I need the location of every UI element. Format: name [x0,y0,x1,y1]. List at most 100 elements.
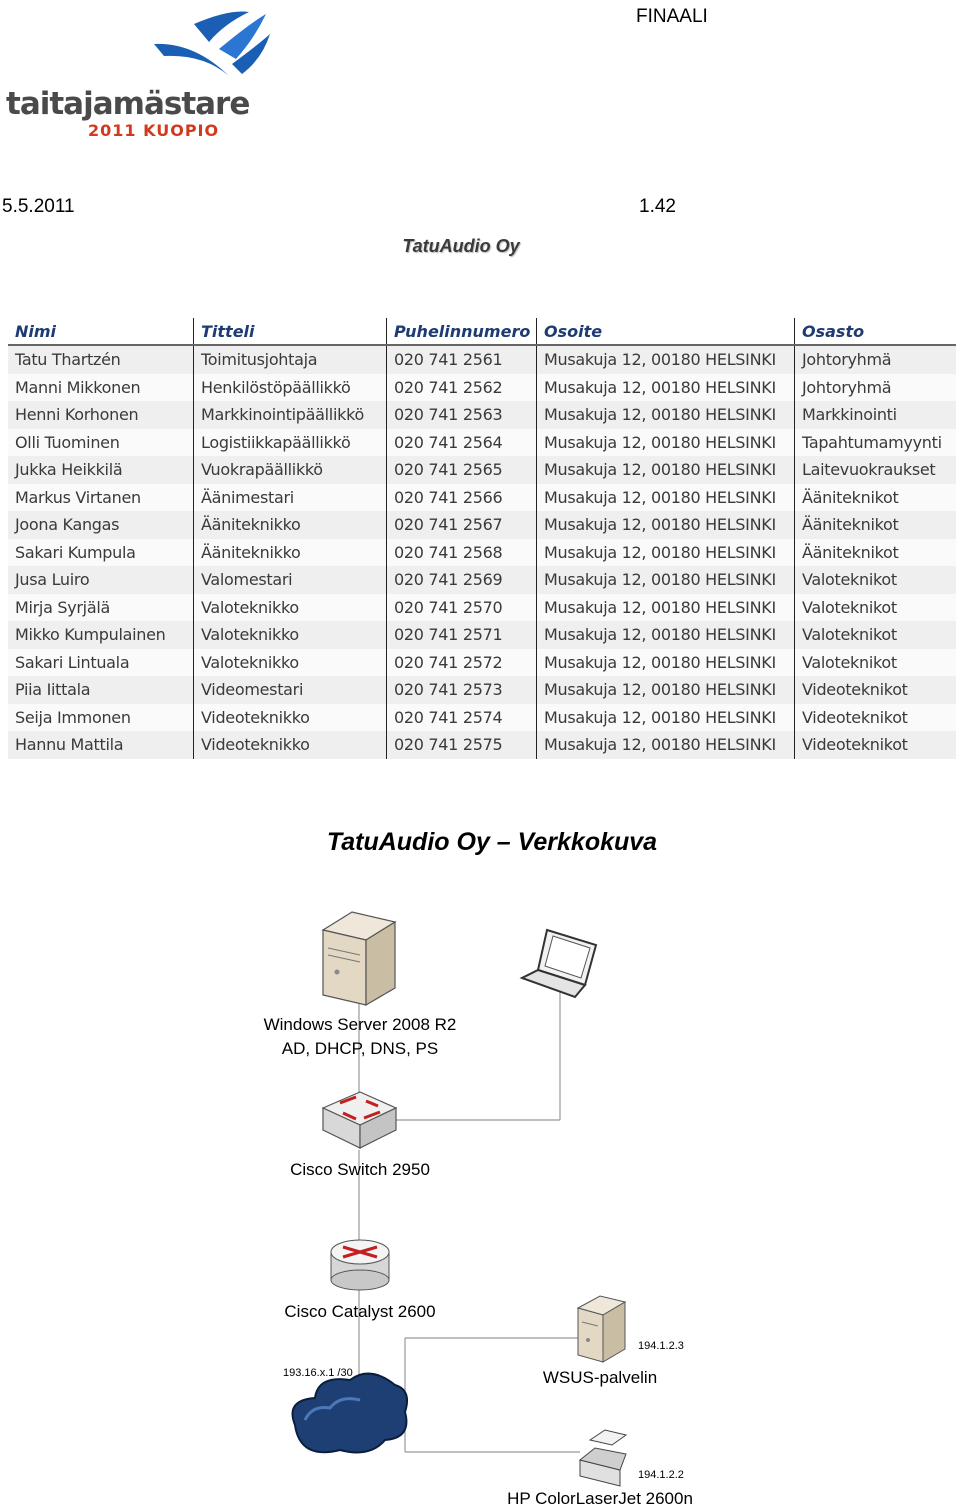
cell-address: Musakuja 12, 00180 HELSINKI [536,483,795,511]
cell-name: Tatu Thartzén [8,345,194,374]
column-header-phone: Puhelinnumero [386,318,537,346]
cell-name: Henni Korhonen [8,401,194,429]
cell-title: Videoteknikko [193,731,387,759]
cell-department: Ääniteknikot [794,483,956,511]
cell-address: Musakuja 12, 00180 HELSINKI [536,538,795,566]
wsus-ip-label: 194.1.2.3 [638,1340,684,1352]
cell-address: Musakuja 12, 00180 HELSINKI [536,511,795,539]
company-title: TatuAudio Oy [402,236,520,256]
cell-phone: 020 741 2572 [386,648,537,676]
column-header-department: Osasto [794,318,956,346]
router-label: Cisco Catalyst 2600 [284,1302,436,1321]
cell-address: Musakuja 12, 00180 HELSINKI [536,593,795,621]
cell-department: Valoteknikot [794,648,956,676]
cell-department: Johtoryhmä [794,373,956,401]
cell-department: Videoteknikot [794,731,956,759]
wsus-label: WSUS-palvelin [542,1368,658,1387]
cell-phone: 020 741 2564 [386,428,537,456]
cell-phone: 020 741 2563 [386,401,537,429]
router-icon [330,1239,390,1291]
cell-address: Musakuja 12, 00180 HELSINKI [536,456,795,484]
cell-name: Jusa Luiro [8,566,194,594]
cell-title: Markkinointipäällikkö [193,401,387,429]
cell-department: Ääniteknikot [794,538,956,566]
wsus-server-icon [576,1295,627,1363]
cell-name: Olli Tuominen [8,428,194,456]
cell-name: Mirja Syrjälä [8,593,194,621]
server-tower-icon [321,911,397,1007]
cell-address: Musakuja 12, 00180 HELSINKI [536,703,795,731]
cell-department: Markkinointi [794,401,956,429]
cloud-ip-label: 193.16.x.1 /30 [283,1367,353,1379]
cell-name: Piia Iittala [8,676,194,704]
cell-phone: 020 741 2566 [386,483,537,511]
cell-title: Valomestari [193,566,387,594]
cell-department: Tapahtumamyynti [794,428,956,456]
header-label: FINAALI [636,6,708,27]
cell-phone: 020 741 2570 [386,593,537,621]
cell-title: Ääniteknikko [193,538,387,566]
cell-phone: 020 741 2565 [386,456,537,484]
logo [4,4,274,99]
cell-name: Sakari Lintuala [8,648,194,676]
network-title: TatuAudio Oy – Verkkokuva [326,828,658,856]
cloud-icon [291,1372,408,1454]
cell-address: Musakuja 12, 00180 HELSINKI [536,676,795,704]
cell-title: Toimitusjohtaja [193,345,387,374]
cell-phone: 020 741 2568 [386,538,537,566]
cell-department: Valoteknikot [794,566,956,594]
printer-ip-label: 194.1.2.2 [638,1469,684,1481]
server-label-os: Windows Server 2008 R2 [263,1015,457,1034]
printer-label: HP ColorLaserJet 2600n [507,1489,693,1508]
cell-title: Videoteknikko [193,703,387,731]
cell-name: Jukka Heikkilä [8,456,194,484]
cell-department: Johtoryhmä [794,345,956,374]
cell-phone: 020 741 2571 [386,621,537,649]
server-label-services: AD, DHCP, DNS, PS [281,1039,439,1058]
column-header-address: Osoite [536,318,795,346]
cell-department: Ääniteknikot [794,511,956,539]
cell-phone: 020 741 2562 [386,373,537,401]
printer-icon [578,1429,628,1487]
cell-address: Musakuja 12, 00180 HELSINKI [536,648,795,676]
cell-address: Musakuja 12, 00180 HELSINKI [536,373,795,401]
page-number: 1.42 [639,196,676,217]
cell-title: Ääniteknikko [193,511,387,539]
cell-name: Seija Immonen [8,703,194,731]
date: 5.5.2011 [2,196,75,217]
switch-label: Cisco Switch 2950 [290,1160,430,1179]
cell-address: Musakuja 12, 00180 HELSINKI [536,731,795,759]
staff-table: Nimi Titteli Puhelinnumero Osoite Osasto… [8,318,956,759]
cell-phone: 020 741 2569 [386,566,537,594]
cell-title: Äänimestari [193,483,387,511]
cell-title: Henkilöstöpäällikkö [193,373,387,401]
cell-phone: 020 741 2567 [386,511,537,539]
cell-department: Valoteknikot [794,621,956,649]
cell-department: Laitevuokraukset [794,456,956,484]
cell-name: Joona Kangas [8,511,194,539]
cell-department: Valoteknikot [794,593,956,621]
cell-title: Valoteknikko [193,648,387,676]
cell-department: Videoteknikot [794,703,956,731]
logo-subtitle: 2011 KUOPIO [88,121,220,140]
cell-address: Musakuja 12, 00180 HELSINKI [536,428,795,456]
cell-address: Musakuja 12, 00180 HELSINKI [536,345,795,374]
logo-bird-icon [154,11,270,76]
cell-title: Valoteknikko [193,593,387,621]
cell-phone: 020 741 2575 [386,731,537,759]
cell-name: Sakari Kumpula [8,538,194,566]
cell-name: Mikko Kumpulainen [8,621,194,649]
laptop-icon [519,928,598,999]
switch-icon [321,1091,398,1149]
column-header-name: Nimi [8,318,194,346]
cell-phone: 020 741 2561 [386,345,537,374]
